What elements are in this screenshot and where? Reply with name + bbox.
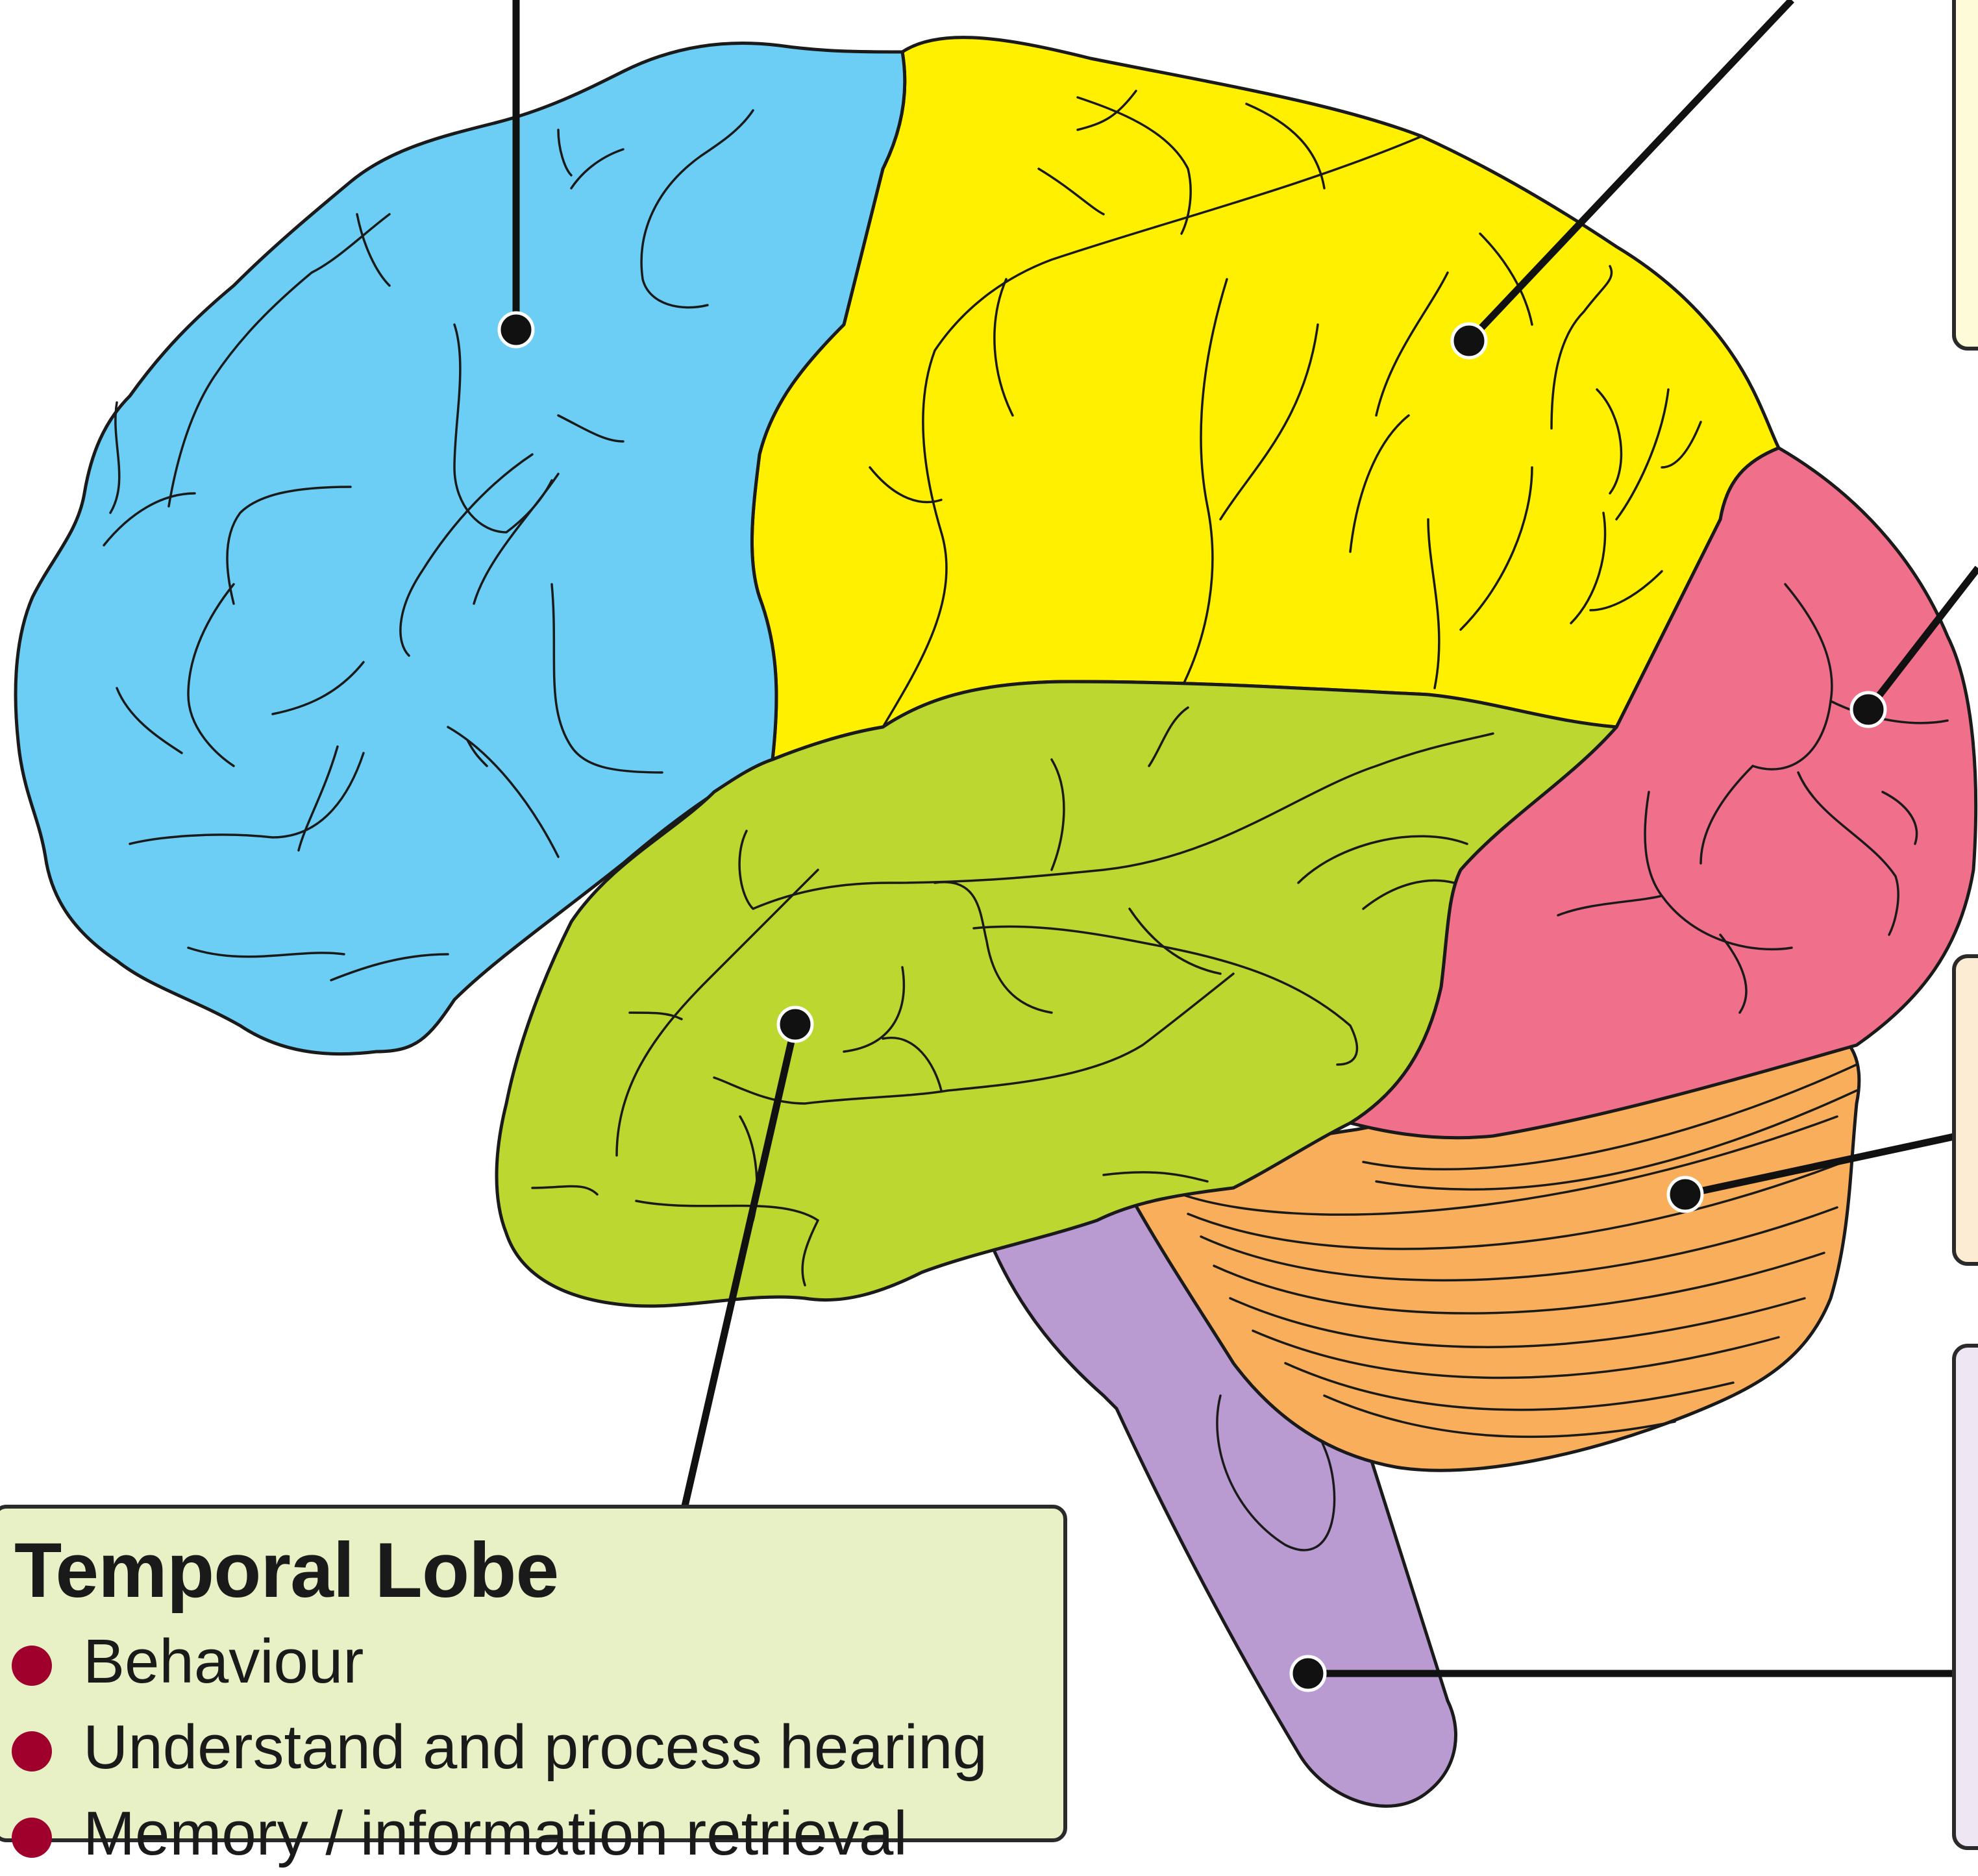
bullet-item: Understand and process hearing <box>6 1705 1045 1790</box>
brainstem-label-box-edge <box>1952 1344 1978 1850</box>
temporal-lobe-title: Temporal Lobe <box>14 1525 558 1615</box>
parietal-label-box-edge <box>1952 0 1978 351</box>
bullet-text: Understand and process hearing <box>83 1705 987 1790</box>
parietal-lobe <box>752 38 1779 759</box>
bullet-dot-icon <box>12 1646 52 1686</box>
bullet-item: Behaviour <box>6 1620 1045 1704</box>
bullet-text: Memory / information retrieval <box>83 1792 908 1876</box>
bullet-dot-icon <box>12 1731 52 1771</box>
bullet-text: Behaviour <box>83 1620 364 1704</box>
bullet-item: Memory / information retrieval <box>6 1792 1045 1876</box>
bullet-dot-icon <box>12 1818 52 1858</box>
occipital-label-box-edge <box>1952 954 1978 1266</box>
